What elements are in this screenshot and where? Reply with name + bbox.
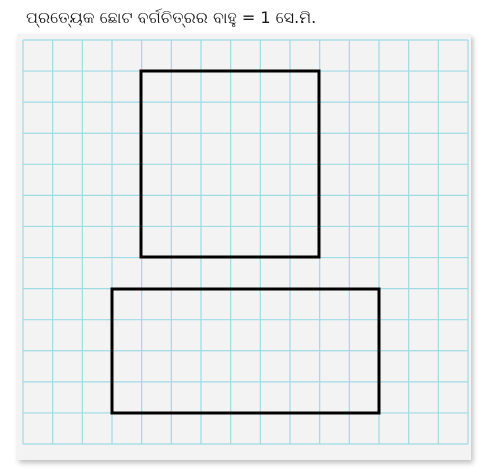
grid-diagram: [22, 39, 469, 445]
grid-lines: [22, 39, 469, 445]
grid-paper: [17, 34, 471, 460]
rectangle-shape: [110, 287, 381, 415]
caption-text: ପ୍ରତ୍ୟେକ ଛୋଟ ବର୍ଗଚିତ୍ରର ବାହୁ = 1 ସେ.ମି.: [26, 8, 317, 27]
square-shape: [139, 69, 321, 259]
